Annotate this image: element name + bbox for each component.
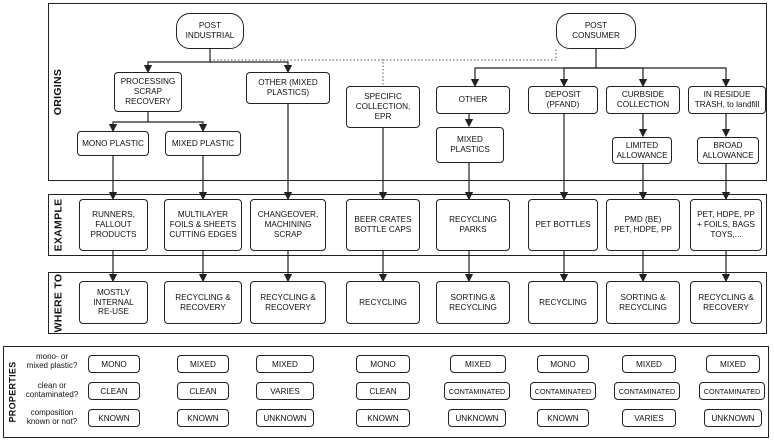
property-cell: KNOWN (356, 409, 410, 427)
property-question-mono-mixed: mono- or mixed plastic? (26, 352, 78, 371)
property-cell: UNKNOWN (256, 409, 314, 427)
where-to-node: RECYCLING & RECOVERY (690, 281, 762, 324)
connector (559, 67, 596, 88)
property-cell: UNKNOWN (448, 409, 506, 427)
property-cell: KNOWN (537, 409, 589, 427)
property-cell: VARIES (256, 382, 314, 400)
section-label-origins: ORIGINS (52, 68, 65, 116)
node-other: OTHER (436, 86, 510, 114)
property-cell: CLEAN (177, 382, 229, 400)
section-label-example: EXAMPLE (52, 198, 65, 252)
property-cell: MIXED (622, 355, 676, 373)
section-example (48, 194, 767, 256)
section-where-to (48, 272, 767, 334)
example-node: MULTILAYER FOILS & SHEETS CUTTING EDGES (164, 199, 242, 251)
connector (470, 48, 597, 88)
connector (143, 48, 211, 74)
where-to-node: RECYCLING (528, 281, 598, 324)
property-cell: MIXED (256, 355, 314, 373)
example-node: PET BOTTLES (528, 199, 598, 251)
property-cell: CLEAN (356, 382, 410, 400)
property-question-clean-contaminated: clean or contaminated? (25, 381, 79, 400)
property-cell: MIXED (177, 355, 229, 373)
where-to-node: RECYCLING & RECOVERY (250, 281, 326, 324)
section-label-where-to: WHERE TO (52, 273, 65, 333)
property-cell: KNOWN (177, 409, 229, 427)
property-cell: UNKNOWN (704, 409, 762, 427)
node-curbside-collection: CURBSIDE COLLECTION (606, 86, 680, 114)
property-cell: KNOWN (88, 409, 140, 427)
property-question-composition: composition known or not? (26, 408, 78, 427)
node-deposit-pfand: DEPOSIT (PFAND) (528, 86, 598, 114)
node-in-residue-trash: IN RESIDUE TRASH, to landfill (688, 86, 766, 114)
property-cell: MONO (88, 355, 140, 373)
example-node: BEER CRATES BOTTLE CAPS (346, 199, 420, 251)
example-node: CHANGEOVER, MACHINING SCRAP (250, 199, 326, 251)
node-mixed-plastics: MIXED PLASTICS (436, 127, 504, 163)
property-cell: MIXED (450, 355, 506, 373)
section-origins (48, 3, 767, 181)
property-cell: CONTAMINATED (444, 382, 510, 400)
property-cell: MIXED (706, 355, 760, 373)
where-to-node: SORTING & RECYCLING (436, 281, 510, 324)
node-limited-allowance: LIMITED ALLOWANCE (612, 137, 672, 164)
where-to-node: MOSTLY INTERNAL RE-USE (79, 281, 148, 324)
dotted-connector (383, 48, 557, 61)
example-node: RECYCLING PARKS (436, 199, 510, 251)
example-node: PMD (BE) PET, HDPE, PP (606, 199, 680, 251)
connector (148, 121, 208, 133)
where-to-node: SORTING & RECYCLING (606, 281, 680, 324)
property-cell: VARIES (622, 409, 676, 427)
node-mono-plastic: MONO PLASTIC (77, 131, 149, 156)
property-cell: CONTAMINATED (530, 382, 596, 400)
node-specific-collection: SPECIFIC COLLECTION, EPR (346, 86, 420, 128)
property-cell: CLEAN (88, 382, 140, 400)
node-post-consumer: POST CONSUMER (556, 13, 636, 49)
property-cell: CONTAMINATED (614, 382, 680, 400)
property-cell: MONO (537, 355, 589, 373)
example-node: PET, HDPE, PP + FOILS, BAGS TOYS,... (690, 199, 762, 251)
connector (596, 67, 731, 88)
node-post-industrial: POST INDUSTRIAL (176, 13, 244, 49)
node-other-mixed-plastics: OTHER (MIXED PLASTICS) (246, 72, 330, 104)
connector (210, 61, 293, 74)
example-node: RUNNERS, FALLOUT PRODUCTS (79, 199, 148, 251)
section-label-properties: PROPERTIES (7, 361, 18, 423)
node-mixed-plastic: MIXED PLASTIC (165, 131, 241, 156)
where-to-node: RECYCLING (346, 281, 420, 324)
connector (108, 111, 149, 133)
property-cell: CONTAMINATED (699, 382, 765, 400)
where-to-node: RECYCLING & RECOVERY (164, 281, 242, 324)
property-cell: MONO (356, 355, 410, 373)
node-processing-scrap-recovery: PROCESSING SCRAP RECOVERY (114, 72, 182, 112)
node-broad-allowance: BROAD ALLOWANCE (697, 137, 759, 164)
section-properties (3, 346, 769, 438)
